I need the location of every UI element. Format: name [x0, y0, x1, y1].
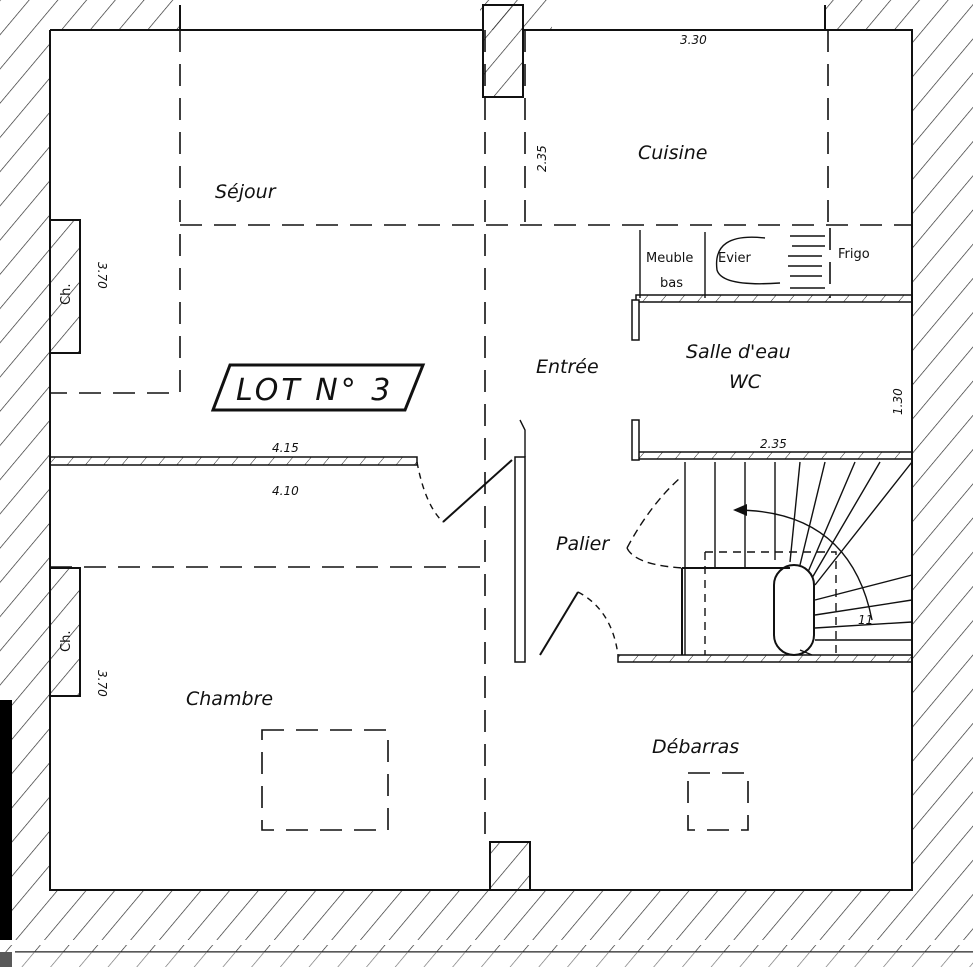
room-entree: Entrée — [536, 356, 599, 378]
room-cuisine: Cuisine — [638, 142, 708, 164]
dim-sejour-depth: 3.70 — [95, 262, 109, 289]
dim-cuisine-depth: 2.35 — [535, 145, 549, 172]
doors — [416, 459, 684, 656]
chimney-label: Ch. — [59, 631, 74, 652]
lot-badge: LOT N° 3 — [210, 363, 426, 412]
stair-step-count: 11 — [858, 613, 873, 627]
room-salle-eau: Salle d'eau — [686, 341, 791, 363]
lot-title: LOT N° 3 — [236, 373, 393, 408]
evier-label: Evier — [718, 251, 752, 266]
dim-cuisine-width: 3.30 — [680, 33, 707, 47]
frigo-label: Frigo — [838, 247, 870, 262]
meuble-label: Meuble — [646, 251, 693, 266]
drainer-lines — [788, 235, 825, 289]
dim-sejour-width: 4.15 — [272, 441, 299, 455]
dashed-limits — [50, 30, 912, 842]
staircase: 11 — [681, 461, 913, 656]
kitchen-furniture: Meuble bas Evier Frigo — [639, 228, 870, 298]
dim-chambre-depth: 3.70 — [95, 670, 109, 697]
room-palier: Palier — [556, 533, 610, 555]
dim-salle-eau-depth: 1.30 — [891, 388, 905, 415]
room-wc: WC — [729, 371, 762, 393]
room-debarras: Débarras — [652, 736, 739, 758]
room-chambre: Chambre — [186, 688, 273, 710]
chimney-label: Ch. — [59, 284, 74, 305]
room-sejour: Séjour — [215, 181, 277, 203]
bas-label: bas — [660, 276, 683, 291]
dim-salle-eau-width: 2.35 — [760, 437, 787, 451]
chimney-sejour: Ch. — [49, 219, 81, 354]
partitions — [49, 294, 913, 663]
chimney-chambre: Ch. — [49, 567, 81, 697]
dim-chambre-width: 4.10 — [272, 484, 299, 498]
